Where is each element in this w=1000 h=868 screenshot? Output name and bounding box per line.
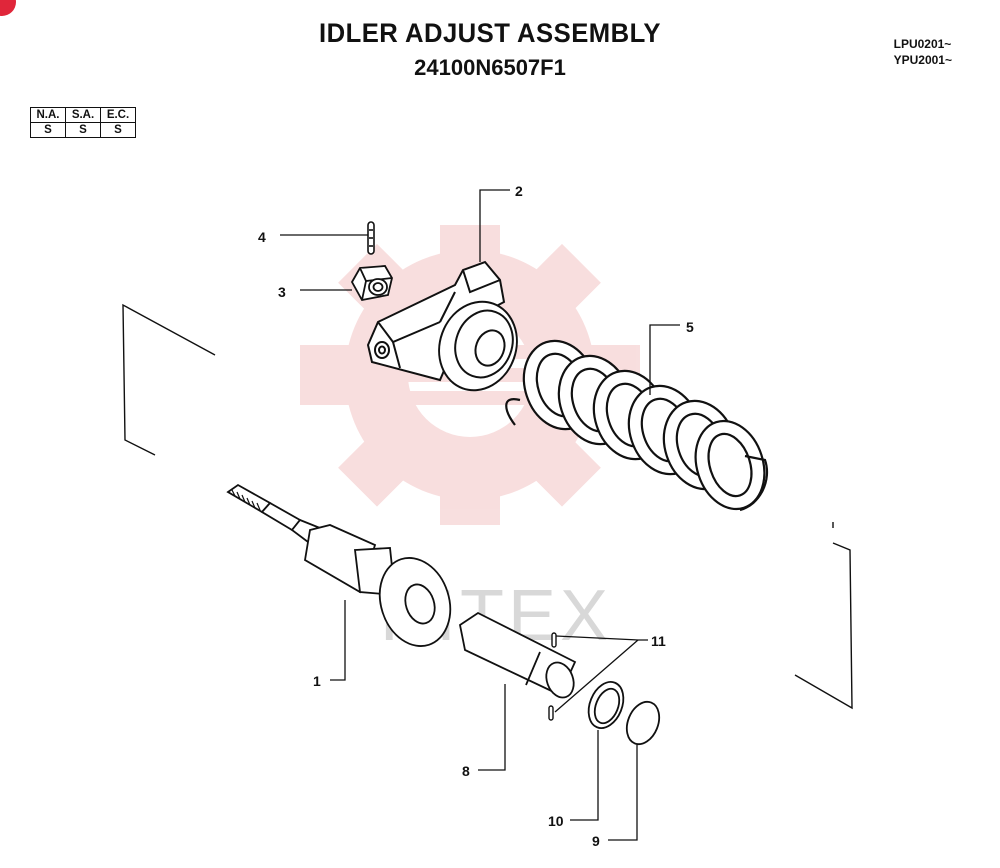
leader-lines <box>280 189 680 841</box>
part-9-o-ring <box>625 700 661 746</box>
market-value-ec: S <box>100 122 136 138</box>
part-3-nut <box>350 265 393 302</box>
part-11-snap-pins <box>548 632 557 721</box>
part-2-yoke-bracket <box>366 260 518 392</box>
page-title: IDLER ADJUST ASSEMBLY <box>318 18 662 48</box>
callout-11: 11 <box>651 633 666 649</box>
callout-8: 8 <box>462 763 470 779</box>
serial-ranges: LPU0201~ YPU2001~ <box>894 36 952 68</box>
part-10-seal-ring <box>587 681 625 729</box>
part-1-threaded-rod <box>226 483 452 647</box>
part-4-pin <box>367 221 375 255</box>
callout-2: 2 <box>515 183 523 199</box>
callout-1: 1 <box>313 673 321 689</box>
market-availability-table: N.A. S.A. E.C. S S S <box>30 107 136 138</box>
part-5-coil-spring <box>505 339 769 512</box>
callout-10: 10 <box>548 813 564 829</box>
part-8-pin <box>458 611 577 699</box>
market-value-na: S <box>30 122 66 138</box>
title-block: IDLER ADJUST ASSEMBLY 24100N6507F1 <box>0 18 980 81</box>
market-table-value-row: S S S <box>30 122 136 138</box>
market-table-header-row: N.A. S.A. E.C. <box>30 107 136 123</box>
callout-3: 3 <box>278 284 286 300</box>
serial-range-1: LPU0201~ <box>893 37 952 51</box>
assembly-part-number: 24100N6507F1 <box>414 55 566 80</box>
callout-5: 5 <box>686 319 694 335</box>
callout-9: 9 <box>592 833 600 849</box>
serial-range-2: YPU2001~ <box>893 53 952 67</box>
callout-4: 4 <box>258 229 266 245</box>
frame-break-lines <box>122 303 853 710</box>
